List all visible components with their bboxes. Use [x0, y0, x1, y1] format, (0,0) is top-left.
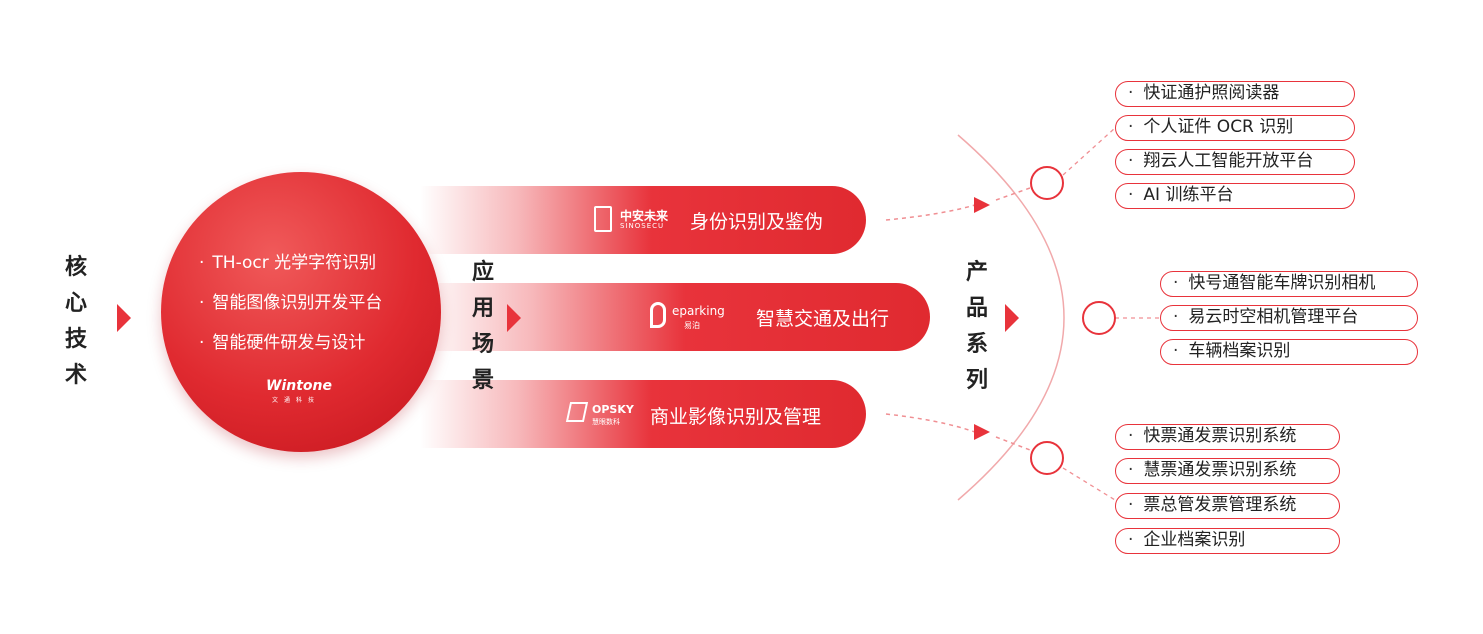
- app-band-image: [420, 380, 866, 448]
- product-item: AI 训练平台: [1115, 183, 1355, 209]
- product-item: 快号通智能车牌识别相机: [1160, 271, 1418, 297]
- app-scene-label: 应 用 场 景: [471, 260, 494, 393]
- brand-sub: 慧眼数科: [592, 418, 620, 426]
- brand-name: OPSKY: [592, 403, 634, 416]
- product-item: 快证通护照阅读器: [1115, 81, 1355, 107]
- core-item: TH-ocr 光学字符识别: [199, 248, 376, 273]
- brand-sub: SINOSECU: [620, 222, 665, 230]
- wintone-logo-sub: 文通科技: [272, 397, 321, 404]
- product-item: 易云时空相机管理平台: [1160, 305, 1418, 331]
- product-item: 企业档案识别: [1115, 528, 1340, 554]
- product-item: 票总管发票管理系统: [1115, 493, 1340, 519]
- core-tech-circle: TH-ocr 光学字符识别 智能图像识别开发平台 智能硬件研发与设计 Winto…: [161, 172, 441, 452]
- eparking-logo-icon: [650, 302, 666, 328]
- product-item: 个人证件 OCR 识别: [1115, 115, 1355, 141]
- product-item: 车辆档案识别: [1160, 339, 1418, 365]
- app-band-id: [420, 186, 866, 254]
- app-label: 身份识别及鉴伪: [690, 211, 824, 233]
- product-item: 快票通发票识别系统: [1115, 424, 1340, 450]
- arrow-right-icon: [117, 304, 131, 332]
- wintone-logo: Wintone: [266, 378, 332, 394]
- product-series-label: 产 品 系 列: [965, 260, 988, 393]
- product-item: 翔云人工智能开放平台: [1115, 149, 1355, 175]
- arrow-right-icon: [507, 304, 521, 332]
- brand-name: 中安未来: [620, 209, 669, 223]
- core-item: 智能图像识别开发平台: [199, 288, 382, 313]
- brand-name: eparking: [672, 304, 725, 318]
- app-band-traffic: [420, 283, 930, 351]
- app-label: 智慧交通及出行: [756, 308, 890, 330]
- sinosecu-logo-icon: [594, 206, 612, 232]
- app-label: 商业影像识别及管理: [650, 406, 822, 428]
- product-item: 慧票通发票识别系统: [1115, 458, 1340, 484]
- core-item: 智能硬件研发与设计: [199, 328, 365, 353]
- brand-sub: 易泊: [684, 321, 700, 330]
- arrow-right-icon: [1005, 304, 1019, 332]
- core-tech-label: 核 心 技 术: [64, 255, 87, 388]
